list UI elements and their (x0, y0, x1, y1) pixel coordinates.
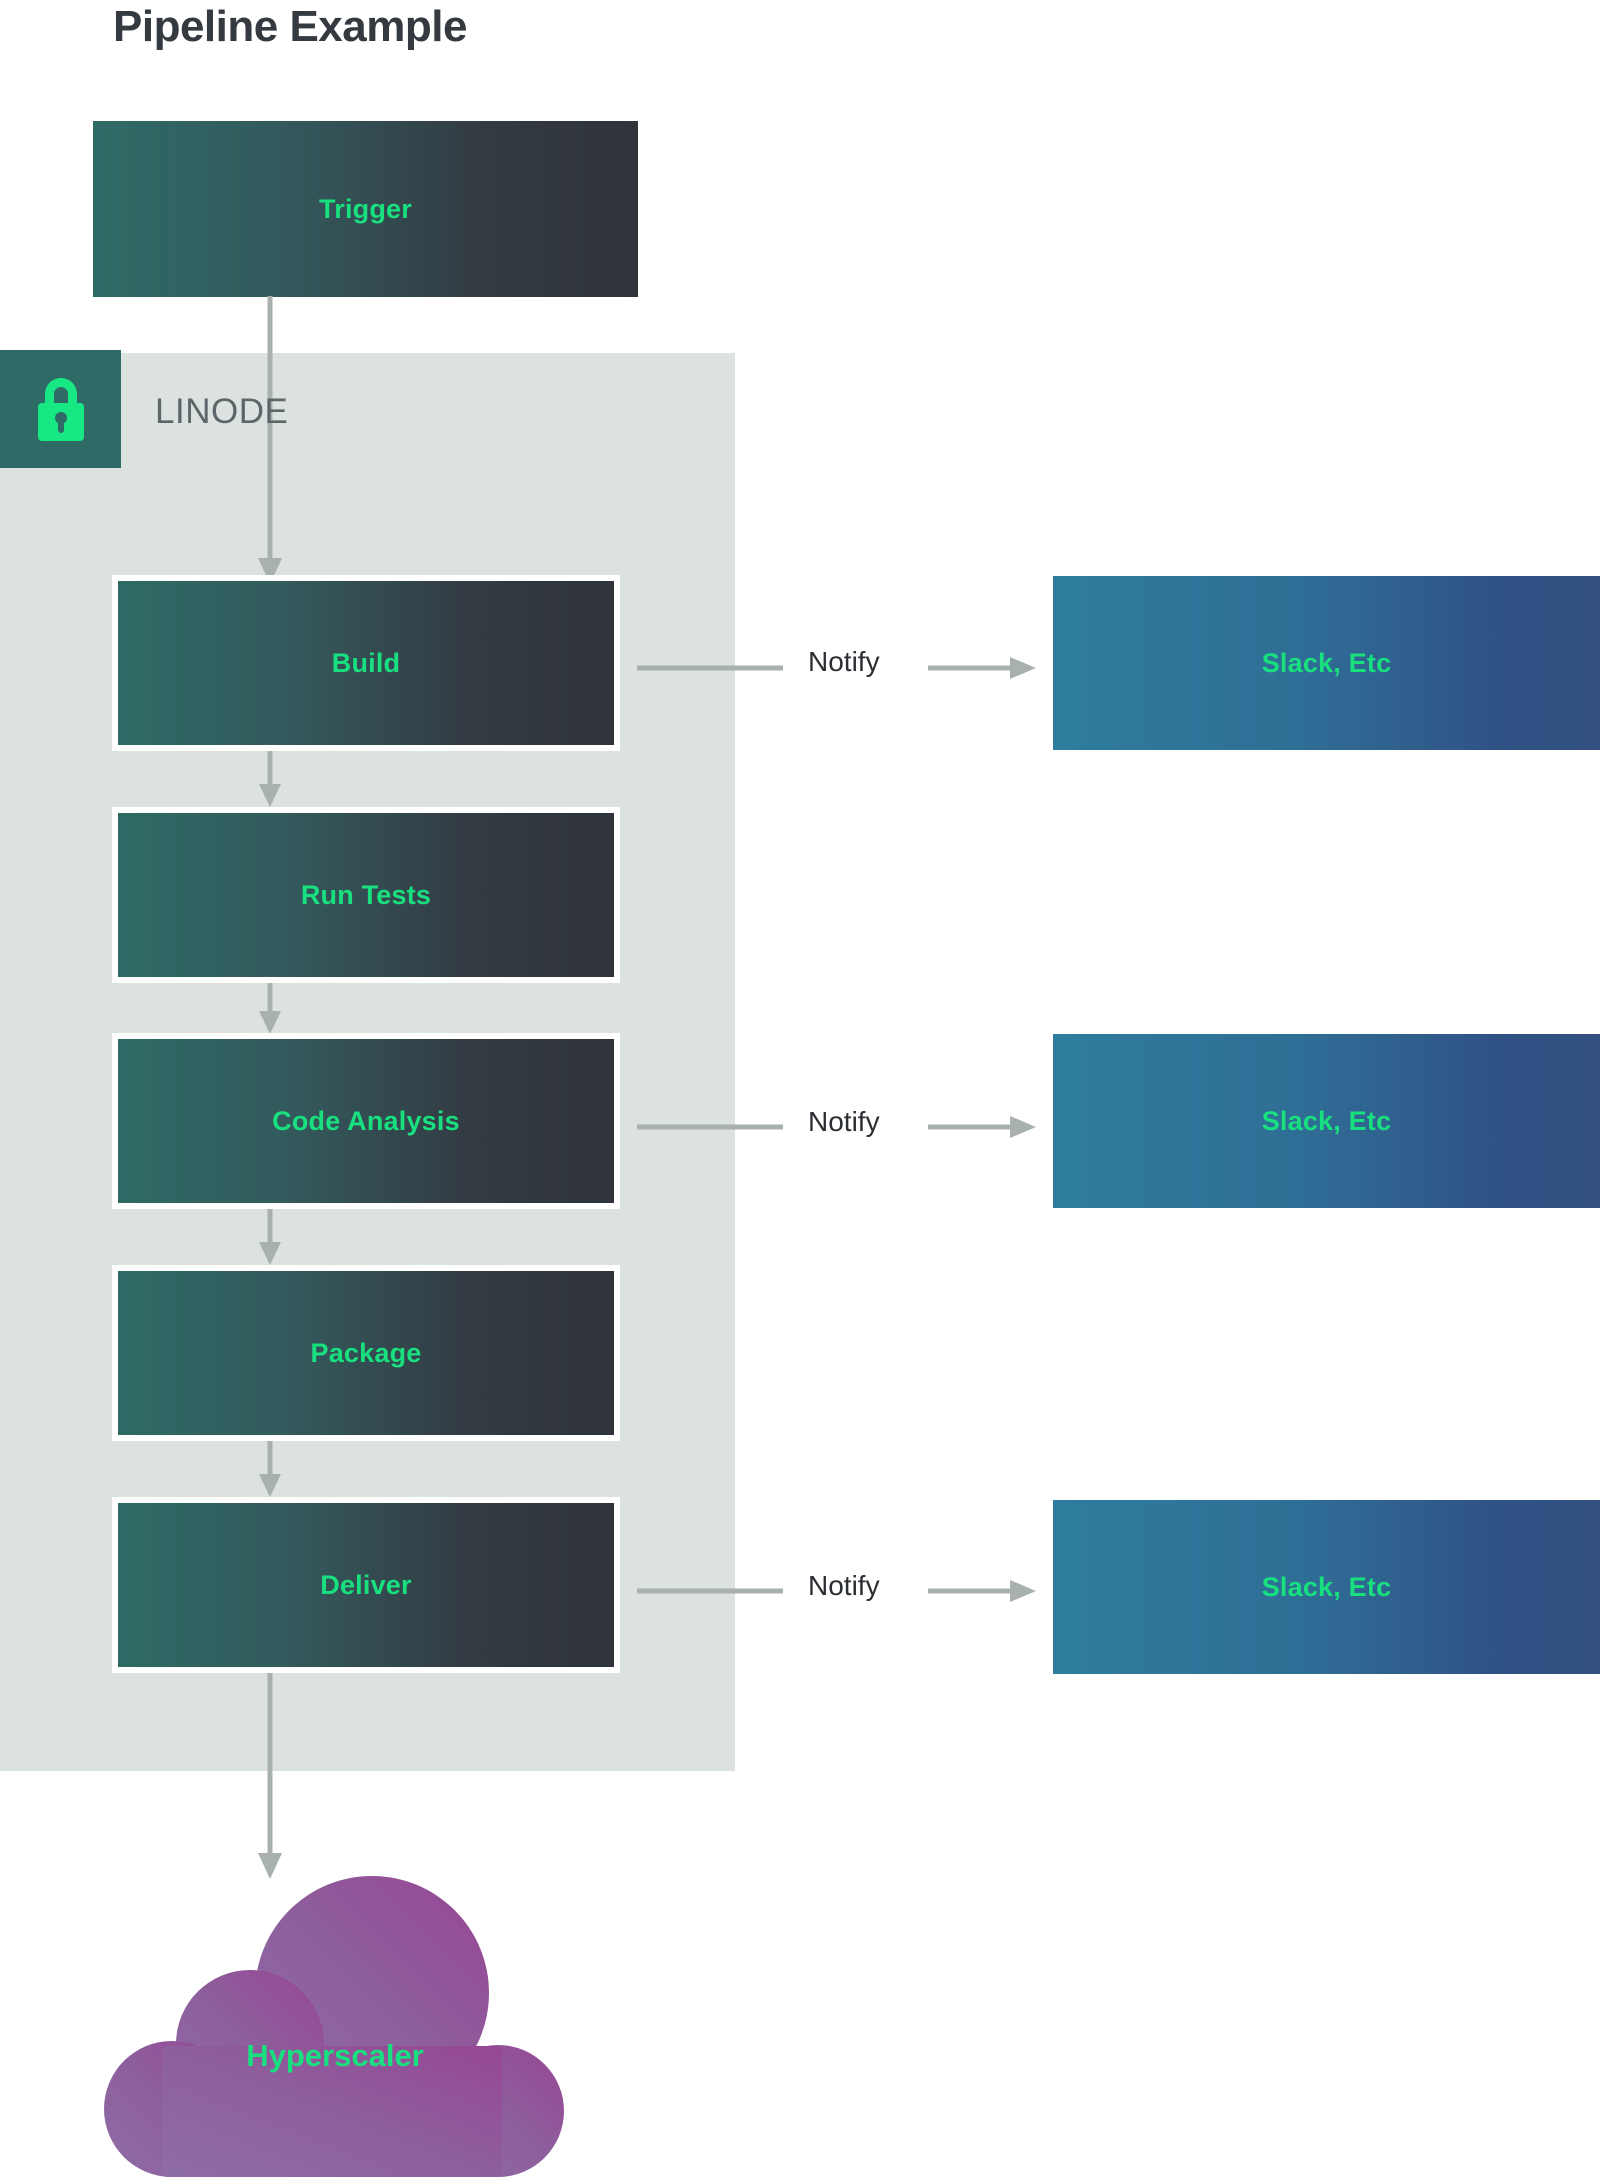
notify-label-1: Notify (808, 646, 880, 677)
node-deliver-label: Deliver (320, 1569, 412, 1600)
node-trigger[interactable]: Trigger (93, 121, 638, 297)
node-slack-2[interactable]: Slack, Etc (1053, 1034, 1600, 1208)
node-deliver[interactable]: Deliver (112, 1497, 620, 1673)
lock-badge (0, 350, 121, 468)
arrow-trigger-to-build (258, 296, 282, 584)
cloud-label: Hyperscaler (246, 2038, 424, 2073)
notify-arrow-1 (928, 657, 1036, 679)
notify-label-2: Notify (808, 1106, 880, 1137)
linode-label: LINODE (155, 392, 289, 431)
lock-icon (37, 378, 84, 441)
notify-line-2 (637, 1124, 783, 1130)
notify-line-1 (637, 665, 783, 671)
node-build[interactable]: Build (112, 575, 620, 751)
arrow-package-to-deliver (259, 1441, 281, 1497)
node-slack-2-label: Slack, Etc (1261, 1105, 1392, 1136)
node-code-analysis-label: Code Analysis (272, 1105, 460, 1136)
arrow-build-to-run-tests (259, 751, 281, 807)
cloud-shape[interactable] (100, 1876, 570, 2177)
node-build-label: Build (331, 647, 401, 678)
node-run-tests[interactable]: Run Tests (112, 807, 620, 983)
node-slack-3[interactable]: Slack, Etc (1053, 1500, 1600, 1674)
arrow-deliver-to-hyperscaler (258, 1673, 282, 1879)
notify-arrow-2 (928, 1116, 1036, 1138)
node-slack-1[interactable]: Slack, Etc (1053, 576, 1600, 750)
node-code-analysis[interactable]: Code Analysis (112, 1033, 620, 1209)
node-package-label: Package (310, 1337, 422, 1368)
notify-arrow-3 (928, 1580, 1036, 1602)
node-slack-1-label: Slack, Etc (1261, 647, 1392, 678)
node-slack-3-label: Slack, Etc (1261, 1571, 1392, 1602)
node-package[interactable]: Package (112, 1265, 620, 1441)
arrow-code-analysis-to-package (259, 1209, 281, 1265)
page-title: Pipeline Example (113, 2, 467, 51)
arrow-run-tests-to-code-analysis (259, 983, 281, 1034)
node-run-tests-label: Run Tests (300, 879, 432, 910)
notify-line-3 (637, 1588, 783, 1594)
notify-label-3: Notify (808, 1570, 880, 1601)
node-trigger-label: Trigger (319, 193, 412, 224)
